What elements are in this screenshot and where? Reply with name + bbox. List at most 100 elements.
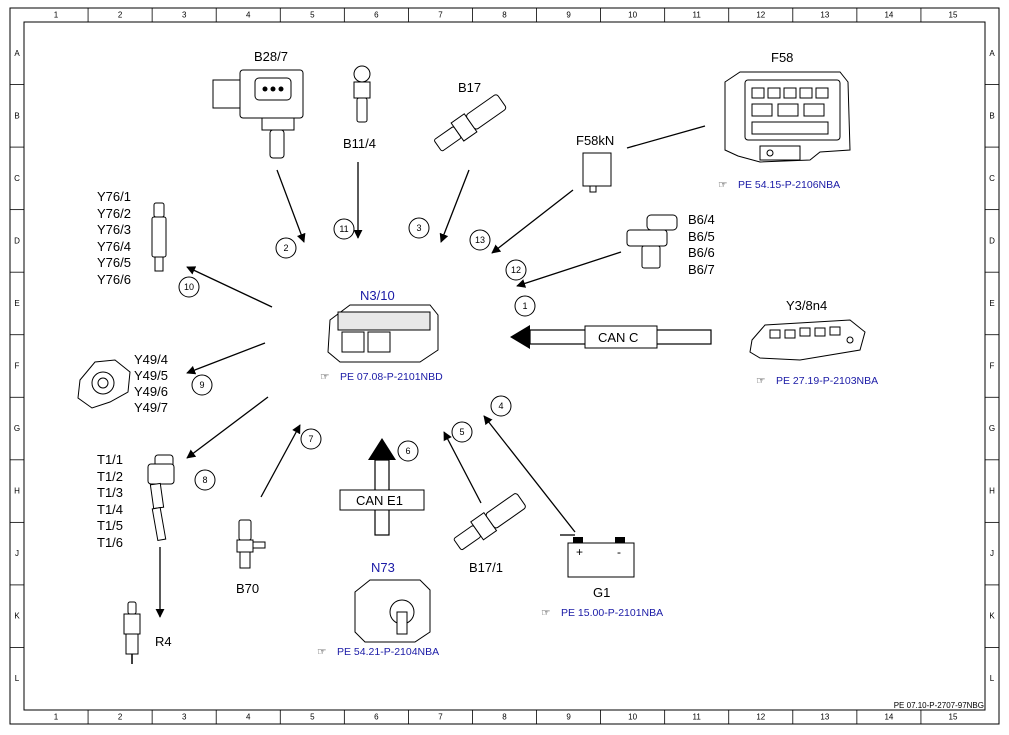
f58-ref-text[interactable]: PE 54.15-P-2106NBA (738, 179, 840, 191)
callout-12-text: 12 (511, 265, 521, 275)
b6-labels: B6/4 B6/5 B6/6 B6/7 (688, 212, 715, 277)
b17-label: B17 (458, 80, 481, 95)
callouts: 1 2 3 4 5 6 7 8 9 10 11 12 13 (178, 217, 536, 491)
callout-5: 5 (451, 421, 473, 443)
arrow-y49 (186, 342, 266, 375)
reference-hand-icon: ☞ (541, 607, 550, 619)
grid-ruler: 1122334455667788991010111112121313141415… (10, 8, 999, 724)
callout-11-text: 11 (339, 224, 348, 234)
callout-2-text: 2 (283, 243, 288, 253)
ruler-label: 13 (820, 713, 829, 722)
b17-temperature-sensor-icon (434, 94, 507, 152)
ruler-label: 10 (628, 11, 637, 20)
f58-label: F58 (771, 50, 793, 65)
ruler-label: 3 (182, 713, 187, 722)
r4-label: R4 (155, 634, 172, 649)
b28-7-pressure-sensor-icon (212, 69, 304, 159)
ruler-label: C (14, 174, 20, 183)
ruler-label: L (990, 674, 995, 683)
b17-1-temperature-sensor-icon (453, 493, 526, 551)
t1-label: T1/5 (97, 518, 123, 533)
y49-label: Y49/5 (134, 368, 168, 383)
y49-labels: Y49/4 Y49/5 Y49/6 Y49/7 (134, 352, 168, 415)
t1-label: T1/3 (97, 485, 123, 500)
b11-4-label: B11/4 (343, 136, 376, 151)
ruler-label: D (989, 236, 995, 245)
f58-fuse-box-icon (724, 71, 851, 163)
t1-labels: T1/1 T1/2 T1/3 T1/4 T1/5 T1/6 (97, 452, 123, 550)
y49-label: Y49/6 (134, 384, 168, 399)
g1-ref: ☞ PE 15.00-P-2101NBA (541, 607, 663, 619)
callout-6-text: 6 (405, 446, 410, 456)
n73-label[interactable]: N73 (371, 560, 395, 575)
g1-ref-text[interactable]: PE 15.00-P-2101NBA (561, 607, 663, 619)
n3-10-ref-text[interactable]: PE 07.08-P-2101NBD (340, 371, 443, 383)
ruler-label: B (989, 111, 994, 120)
b11-4-temperature-sensor-icon (353, 65, 371, 123)
ruler-label: A (989, 49, 995, 58)
ruler-label: G (989, 424, 995, 433)
y76-label: Y76/2 (97, 206, 131, 221)
n3-10-ref: ☞ PE 07.08-P-2101NBD (320, 371, 443, 383)
callout-3-text: 3 (416, 223, 421, 233)
t1-ignition-coil-icon (147, 454, 175, 542)
can-c-label: CAN C (598, 330, 638, 345)
arrow-f58kn (491, 189, 574, 254)
n3-10-control-unit-icon (327, 304, 439, 363)
reference-hand-icon: ☞ (756, 375, 765, 387)
y3-8n4-ref: ☞ PE 27.19-P-2103NBA (756, 375, 878, 387)
g1-battery-icon (567, 537, 635, 578)
ruler-label: 1 (54, 713, 59, 722)
y3-8n4-label: Y3/8n4 (786, 298, 827, 313)
y76-injector-icon (151, 202, 167, 272)
y3-8n4-transmission-module-icon (749, 319, 866, 361)
callout-6: 6 (397, 440, 419, 462)
arrow-b6 (516, 251, 622, 288)
connection-arrows (155, 125, 706, 618)
ruler-label: F (990, 362, 995, 371)
arrow-b17-1 (443, 431, 482, 504)
callout-2: 2 (275, 237, 297, 259)
arrow-t1 (186, 396, 269, 459)
document-code: PE 07.10-P-2707-97NBG (894, 701, 984, 710)
ruler-label: B (14, 111, 19, 120)
callout-7: 7 (300, 428, 322, 450)
n3-10-label[interactable]: N3/10 (360, 288, 395, 303)
y49-label: Y49/4 (134, 352, 168, 367)
ruler-label: 12 (756, 713, 765, 722)
ruler-label: 4 (246, 713, 251, 722)
ruler-label: 13 (820, 11, 829, 20)
t1-label: T1/6 (97, 535, 123, 550)
ruler-label: 8 (502, 713, 507, 722)
y76-labels: Y76/1 Y76/2 Y76/3 Y76/4 Y76/5 Y76/6 (97, 189, 131, 287)
y3-8n4-ref-text[interactable]: PE 27.19-P-2103NBA (776, 375, 878, 387)
ruler-label: 7 (438, 11, 443, 20)
t1-label: T1/4 (97, 502, 123, 517)
ruler-label: 11 (693, 11, 702, 20)
ruler-label: J (990, 549, 994, 558)
ruler-label: D (14, 236, 20, 245)
ruler-label: 14 (884, 11, 893, 20)
f58kn-label: F58kN (576, 133, 614, 148)
callout-1: 1 (514, 295, 536, 317)
y76-label: Y76/1 (97, 189, 131, 204)
arrow-b70 (260, 424, 301, 498)
y49-camshaft-adjuster-icon (77, 359, 131, 409)
f58-ref: ☞ PE 54.15-P-2106NBA (718, 179, 840, 191)
callout-5-text: 5 (459, 427, 464, 437)
ruler-label: 8 (502, 11, 507, 20)
outer-frame (9, 7, 1000, 725)
ruler-label: 2 (118, 713, 123, 722)
ruler-label: E (989, 299, 994, 308)
ruler-label: 14 (884, 713, 893, 722)
ruler-label: 11 (693, 713, 702, 722)
b70-crankshaft-sensor-icon (236, 519, 266, 569)
ruler-label: 4 (246, 11, 251, 20)
ruler-label: A (14, 49, 20, 58)
can-c-bus-arrow (510, 325, 712, 349)
ruler-label: H (989, 487, 995, 496)
y76-label: Y76/6 (97, 272, 131, 287)
callout-12: 12 (505, 259, 527, 281)
reference-hand-icon: ☞ (317, 646, 326, 658)
n73-ref-text[interactable]: PE 54.21-P-2104NBA (337, 646, 439, 658)
